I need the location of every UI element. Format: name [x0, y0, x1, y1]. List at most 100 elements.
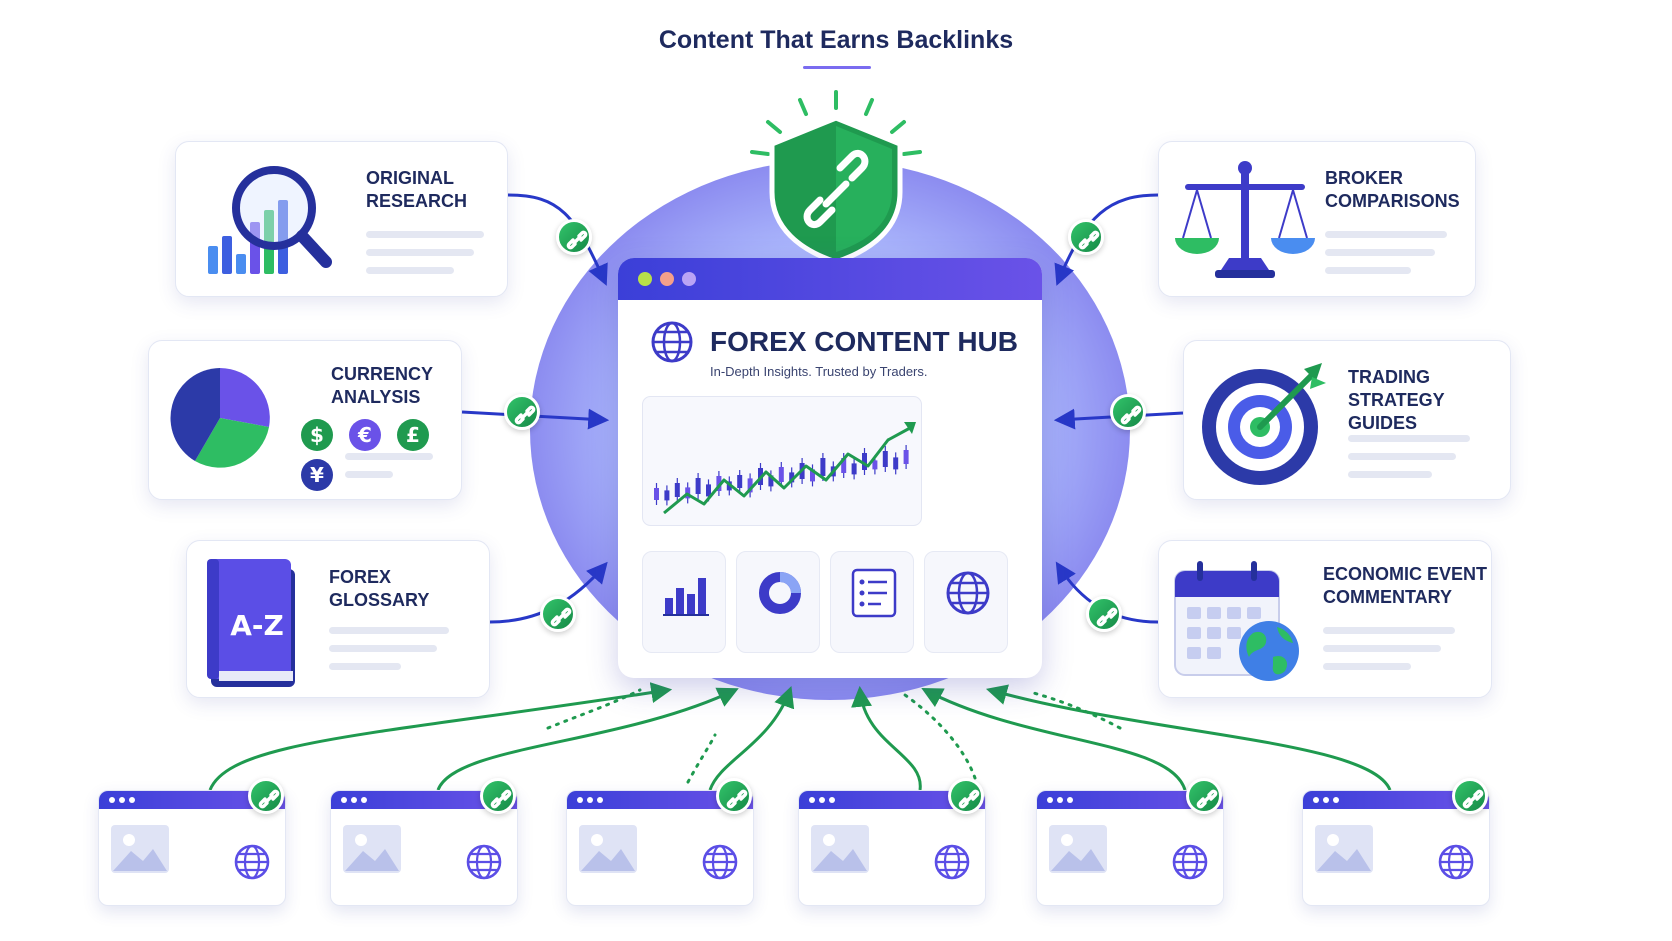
globe-icon [702, 844, 738, 880]
card-label-line1: CURRENCY [331, 364, 434, 384]
link-badge [1086, 596, 1122, 632]
dotted-trail-4 [1028, 690, 1122, 730]
candlestick [810, 469, 815, 482]
text-line [329, 627, 449, 634]
image-placeholder-icon [1315, 825, 1373, 873]
candlestick [695, 478, 701, 494]
pound-symbol: £ [406, 423, 420, 447]
candlestick [893, 457, 899, 470]
window-titlebar [567, 791, 753, 809]
candlestick [768, 475, 774, 487]
link-badge [1068, 219, 1104, 255]
window-titlebar [799, 791, 985, 809]
card-label-line2: RESEARCH [366, 191, 468, 211]
tile-globe [924, 551, 1008, 653]
candlestick-chart [642, 396, 922, 526]
text-line [1348, 453, 1456, 460]
backlink-arrow-4 [851, 685, 922, 791]
scales-icon [1175, 161, 1315, 278]
link-badge [480, 778, 516, 814]
candlestick [882, 451, 888, 467]
euro-symbol: € [357, 423, 372, 447]
candlestick [747, 478, 753, 493]
globe-icon [651, 321, 693, 363]
window-titlebar [1037, 791, 1223, 809]
link-badge [1452, 778, 1488, 814]
candlestick [674, 483, 680, 497]
link-badge [248, 778, 284, 814]
tile-bar-chart [642, 551, 726, 653]
window-dot-green [638, 272, 652, 286]
image-placeholder-icon [343, 825, 401, 873]
text-line [1348, 435, 1470, 442]
backlink-arrow-5 [921, 688, 1187, 791]
hub-title: FOREX CONTENT HUB [710, 326, 1018, 357]
backlink-arrow-2 [436, 687, 739, 791]
hub-subtitle: In-Depth Insights. Trusted by Traders. [710, 364, 928, 379]
card-label-line2: ANALYSIS [331, 387, 421, 407]
magnifier-chart-icon [208, 166, 332, 274]
text-line [1323, 645, 1441, 652]
dollar-symbol: $ [310, 423, 324, 447]
globe-icon [934, 844, 970, 880]
window-titlebar [99, 791, 285, 809]
window-dot-purple [682, 272, 696, 286]
bar-chart-icon [663, 578, 709, 616]
globe-icon [466, 844, 502, 880]
link-badge [540, 596, 576, 632]
link-badge [1186, 778, 1222, 814]
window-titlebar [1303, 791, 1489, 809]
text-line [366, 231, 484, 238]
candlestick [706, 484, 711, 497]
globe-icon [1438, 844, 1474, 880]
backlink-arrow-1 [208, 682, 673, 791]
text-line [1325, 249, 1435, 256]
image-placeholder-icon [579, 825, 637, 873]
text-line [1325, 267, 1411, 274]
referring-site-window [798, 790, 986, 906]
text-line [643, 552, 701, 557]
candlestick [789, 472, 795, 483]
window-titlebar [618, 258, 1042, 300]
text-line [345, 471, 393, 478]
text-line [329, 663, 401, 670]
card-forex-glossary: A-Z FOREX GLOSSARY [186, 540, 490, 698]
card-label-line1: FOREX [329, 567, 392, 587]
tile-donut-chart [736, 551, 820, 653]
document-list-icon [851, 568, 897, 618]
card-label-line1: ECONOMIC EVENT [1323, 564, 1488, 584]
link-badge [504, 394, 540, 430]
window-titlebar [331, 791, 517, 809]
yen-symbol: ¥ [310, 463, 324, 487]
globe-icon [946, 571, 990, 615]
dotted-trail-3 [903, 693, 977, 780]
card-label-line1: BROKER [1325, 168, 1404, 188]
candlestick [841, 458, 847, 473]
card-original-research: ORIGINAL RESEARCH [175, 141, 508, 297]
candlestick [778, 467, 784, 482]
candlestick [820, 458, 826, 476]
forex-content-hub-window: FOREX CONTENT HUB In-Depth Insights. Tru… [618, 258, 1042, 678]
image-placeholder-icon [811, 825, 869, 873]
dotted-trail-2 [686, 733, 717, 784]
card-currency-analysis: CURRENCY ANALYSIS $ € £ ¥ [148, 340, 462, 500]
text-line [1325, 231, 1447, 238]
connector-broker-comparisons [1054, 193, 1159, 286]
card-label-line2: COMPARISONS [1325, 191, 1460, 211]
globe-icon [234, 844, 270, 880]
backlink-arrow-6 [985, 684, 1392, 791]
candlestick [654, 488, 659, 500]
card-label-line2: COMMENTARY [1323, 587, 1452, 607]
text-line [366, 249, 474, 256]
donut-chart-icon [759, 572, 801, 614]
book-text: A-Z [230, 609, 284, 642]
tile-document [830, 551, 914, 653]
text-line [1348, 471, 1432, 478]
candlestick [664, 490, 670, 501]
text-line [366, 267, 454, 274]
card-label-line1: ORIGINAL [366, 168, 454, 188]
title-underline [803, 66, 871, 69]
target-icon [1202, 363, 1326, 485]
globe-icon [1172, 844, 1208, 880]
backlink-arrow-3 [708, 686, 795, 791]
